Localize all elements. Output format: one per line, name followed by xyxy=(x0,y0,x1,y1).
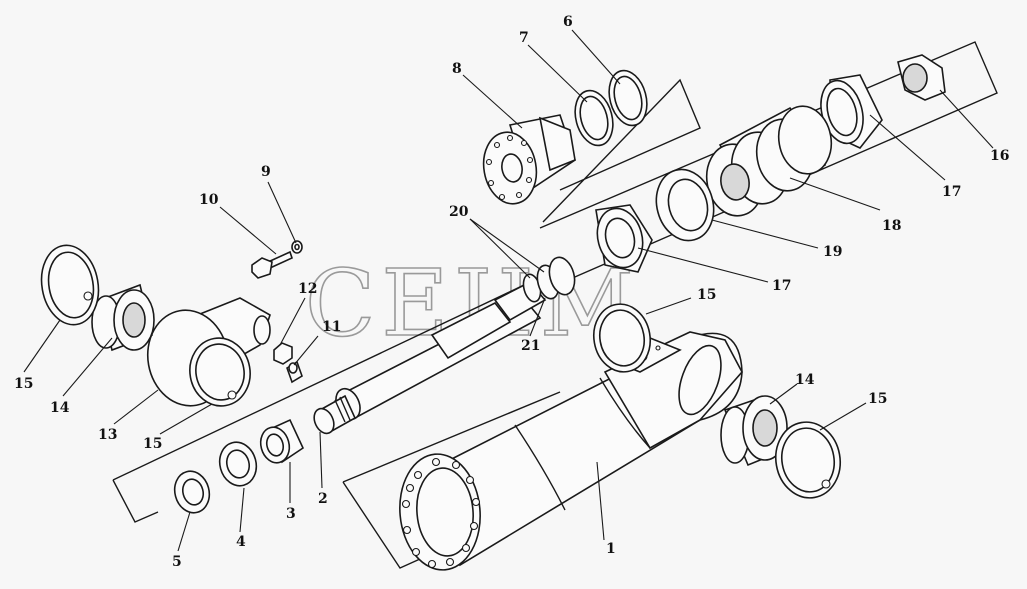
callout-12: 12 xyxy=(298,281,317,297)
snap-ring-15-b xyxy=(189,337,251,407)
callout-20: 20 xyxy=(449,204,469,220)
ring-6 xyxy=(608,69,648,127)
flange-bolt-holes xyxy=(401,457,481,569)
ring-19 xyxy=(655,168,715,242)
callout-15-right: 15 xyxy=(868,391,887,407)
snap-ring-15-c xyxy=(593,303,651,373)
bracket-left-bottom xyxy=(112,479,159,523)
callout-21: 21 xyxy=(521,338,540,354)
callout-5: 5 xyxy=(172,554,182,570)
callout-1: 1 xyxy=(606,541,616,557)
callout-7: 7 xyxy=(519,30,529,46)
callout-10: 10 xyxy=(199,192,219,208)
callout-13: 13 xyxy=(98,427,117,443)
callout-9: 9 xyxy=(261,164,271,180)
callout-18: 18 xyxy=(882,218,901,234)
callout-8: 8 xyxy=(452,61,462,77)
snap-ring-15-a xyxy=(40,244,100,326)
washer-9 xyxy=(291,240,303,254)
bushing-3 xyxy=(259,418,305,464)
callout-16: 16 xyxy=(990,148,1009,164)
bracket-piston-group xyxy=(542,78,701,223)
ring-4 xyxy=(218,441,258,487)
ring-17-a xyxy=(820,74,883,149)
snap-ring-15-d xyxy=(775,421,841,499)
callout-2: 2 xyxy=(318,491,328,507)
callout-14-left: 14 xyxy=(50,400,70,416)
callout-11: 11 xyxy=(322,319,341,335)
ring-7 xyxy=(574,89,614,147)
seal-stack-18 xyxy=(705,105,833,217)
bearing-14-left xyxy=(91,283,155,352)
callout-6: 6 xyxy=(563,14,573,30)
bracket-middle xyxy=(112,267,561,481)
bearing-14-right xyxy=(720,395,788,467)
leader-lines xyxy=(23,29,994,552)
callout-14-right: 14 xyxy=(795,372,815,388)
piston-8 xyxy=(482,114,576,205)
callout-17-center: 17 xyxy=(772,278,791,294)
callout-19: 19 xyxy=(823,244,842,260)
nut-16 xyxy=(897,54,946,101)
grease-fitting-11 xyxy=(286,360,303,384)
bracket-cylinder xyxy=(342,391,561,483)
callout-15-far-left: 15 xyxy=(14,376,33,392)
callout-15-center: 15 xyxy=(697,287,716,303)
seals-20-21 xyxy=(522,256,576,303)
callout-17-right: 17 xyxy=(942,184,961,200)
callout-3: 3 xyxy=(286,506,296,522)
ring-17-b xyxy=(595,204,653,273)
bolt-10 xyxy=(251,250,293,279)
wiper-5 xyxy=(173,470,211,514)
nut-12 xyxy=(273,342,293,365)
callout-4: 4 xyxy=(236,534,246,550)
callout-15-left: 15 xyxy=(143,436,162,452)
